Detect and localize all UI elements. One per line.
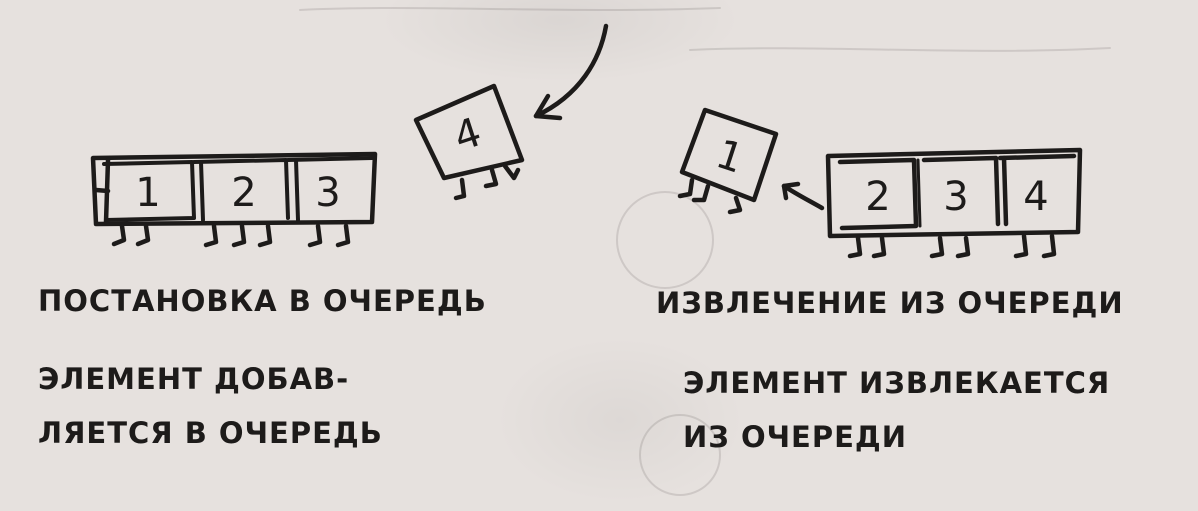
enqueue-description-line-1: ЭЛЕМЕНТ ДОБАВ- [38, 362, 350, 396]
dequeue-arrow [781, 181, 825, 211]
dequeue-description-line-1: ЭЛЕМЕНТ ИЗВЛЕКАЕТСЯ [683, 366, 1111, 400]
enqueue-arrow [533, 23, 609, 121]
dequeue-description: ЭЛЕМЕНТ ИЗВЛЕКАЕТСЯ ИЗ ОЧЕРЕДИ [683, 356, 1110, 464]
dequeue-queue [825, 147, 1083, 259]
outgoing-item-label: 1 [710, 131, 748, 183]
queue-item-2: 2 [231, 170, 256, 216]
dequeue-title: ИЗВЛЕЧЕНИЕ ИЗ ОЧЕРЕДИ [656, 286, 1124, 320]
queue-item-2-right: 2 [865, 174, 890, 220]
enqueue-title: ПОСТАНОВКА В ОЧЕРЕДЬ [38, 284, 487, 318]
enqueue-queue [90, 151, 378, 248]
enqueue-description-line-2: ЛЯЕТСЯ В ОЧЕРЕДЬ [38, 416, 383, 450]
bleed-through-lines [299, 7, 1111, 496]
enqueue-description: ЭЛЕМЕНТ ДОБАВ- ЛЯЕТСЯ В ОЧЕРЕДЬ [38, 352, 383, 460]
incoming-item-label: 4 [448, 109, 486, 161]
queue-item-4-right: 4 [1023, 174, 1048, 220]
outgoing-item-box [677, 107, 779, 215]
dequeue-description-line-2: ИЗ ОЧЕРЕДИ [683, 420, 908, 454]
incoming-item-box [413, 83, 525, 201]
queue-item-3: 3 [315, 170, 340, 216]
queue-item-1: 1 [135, 170, 160, 216]
queue-item-3-right: 3 [943, 174, 968, 220]
